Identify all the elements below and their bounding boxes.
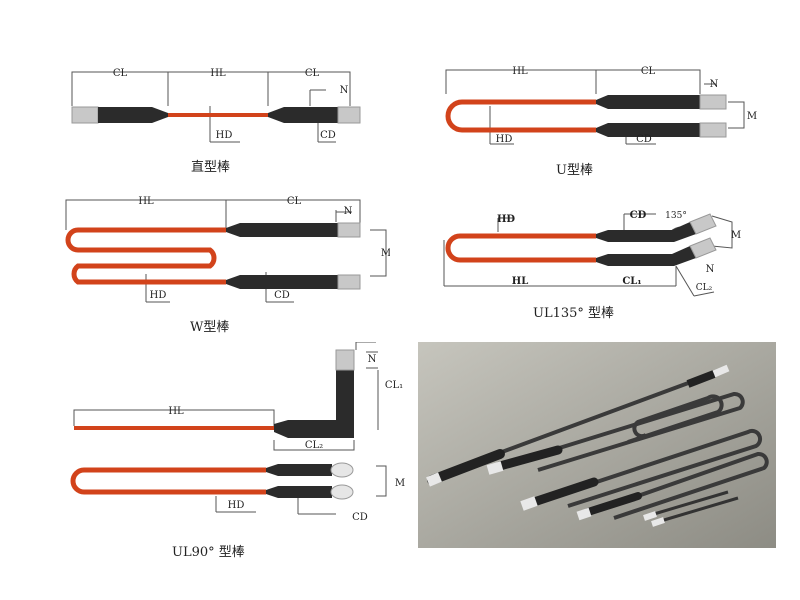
label-hd: HD bbox=[150, 290, 167, 301]
terminal-top bbox=[337, 222, 361, 238]
label-cl: CL bbox=[287, 196, 302, 207]
terminal-left bbox=[71, 106, 99, 124]
u-rod-diagram: HL CL N M HD CD bbox=[445, 66, 757, 145]
label-cl-left: CL bbox=[113, 68, 128, 79]
ul135-rod-diagram: HD CD 135° M N HL CL₁ CL₂ bbox=[443, 210, 741, 297]
terminal-top bbox=[699, 94, 727, 110]
hot-zone bbox=[445, 99, 596, 133]
photo-rod-terminal-2 bbox=[486, 461, 504, 475]
photo-rod-u-short-terminal bbox=[520, 496, 538, 511]
caption-w: W型棒 bbox=[190, 320, 230, 335]
label-hd: HD bbox=[228, 500, 245, 511]
label-cd: CD bbox=[630, 210, 647, 221]
cold-zone-bottom bbox=[596, 246, 696, 266]
photo-rod-u-long-cold bbox=[495, 445, 563, 471]
label-hl: HL bbox=[512, 276, 528, 287]
label-m: M bbox=[731, 230, 741, 241]
label-n: N bbox=[710, 79, 719, 90]
photo-rod-straight-cold-right bbox=[686, 370, 716, 388]
caption-ul90: UL90° 型棒 bbox=[172, 545, 245, 560]
photo-rod-straight-terminal bbox=[712, 364, 730, 378]
hot-zone-u-rod bbox=[70, 467, 266, 495]
caption-ul135: UL135° 型棒 bbox=[533, 306, 615, 321]
hot-zone-l-rod bbox=[74, 426, 274, 430]
photo-rod-w bbox=[627, 394, 724, 444]
label-m: M bbox=[747, 111, 757, 122]
terminal-right bbox=[337, 106, 361, 124]
label-cd: CD bbox=[352, 512, 368, 523]
cold-zone-top bbox=[596, 222, 696, 242]
terminal-bottom bbox=[337, 274, 361, 290]
cold-zone-l-rod bbox=[274, 370, 354, 438]
label-n: N bbox=[368, 354, 377, 365]
photo-rod-u-short bbox=[547, 428, 763, 508]
caption-straight: 直型棒 bbox=[191, 160, 231, 175]
label-hl: HL bbox=[512, 66, 528, 77]
cold-zone-right bbox=[268, 107, 338, 123]
label-hd: HD bbox=[497, 214, 515, 225]
heating-elements-photo bbox=[418, 342, 776, 548]
label-n: N bbox=[706, 264, 715, 275]
cold-zone-bottom bbox=[596, 123, 700, 137]
photo-rod-small-terminal bbox=[643, 511, 657, 521]
cold-zone-top bbox=[596, 95, 700, 109]
label-hl: HL bbox=[210, 68, 226, 79]
label-cl2: CL₂ bbox=[696, 283, 713, 293]
terminal-u-bottom bbox=[330, 484, 354, 500]
cold-zone-top bbox=[226, 223, 338, 237]
photo-rod-u-short-cold bbox=[529, 477, 599, 507]
cold-zone-bottom bbox=[226, 275, 338, 289]
cold-zone-u-top bbox=[266, 464, 332, 476]
photo-rod-small bbox=[653, 490, 729, 516]
terminal-top bbox=[689, 213, 717, 235]
cold-zone-left bbox=[98, 107, 168, 123]
hot-zone bbox=[445, 233, 596, 263]
label-cd: CD bbox=[636, 134, 652, 145]
label-cl1: CL₁ bbox=[385, 380, 403, 391]
label-hd: HD bbox=[216, 130, 233, 141]
hot-zone bbox=[65, 227, 226, 285]
photo-rod-u-long bbox=[513, 392, 745, 472]
photo-rod-small-terminal-2 bbox=[651, 517, 665, 527]
label-cd: CD bbox=[320, 130, 336, 141]
label-m: M bbox=[381, 248, 390, 259]
label-cl2: CL₂ bbox=[305, 440, 323, 451]
label-cd: CD bbox=[274, 290, 290, 301]
label-n: N bbox=[344, 206, 353, 217]
terminal-bottom bbox=[689, 237, 717, 259]
photo-rod-ul-cold bbox=[584, 492, 642, 516]
ul90-rod-diagram: N CL₁ HL CL₂ M HD CD bbox=[70, 342, 405, 523]
label-hl: HL bbox=[138, 196, 154, 207]
w-rod-diagram: HL CL N M HD CD bbox=[65, 196, 390, 303]
label-cl1: CL₁ bbox=[622, 276, 641, 287]
label-cl: CL bbox=[641, 66, 656, 77]
terminal-u-top bbox=[330, 462, 354, 478]
label-m: M bbox=[395, 478, 405, 489]
label-cl-right: CL bbox=[305, 68, 320, 79]
terminal-bottom bbox=[699, 122, 727, 138]
label-hd: HD bbox=[496, 134, 513, 145]
caption-u: U型棒 bbox=[556, 163, 593, 178]
hot-zone bbox=[168, 113, 268, 117]
label-angle: 135° bbox=[665, 211, 687, 221]
photo-rod-ul-terminal bbox=[576, 507, 592, 521]
terminal-l-rod bbox=[335, 349, 355, 371]
straight-rod-diagram: CL HL CL N HD CD bbox=[71, 68, 361, 143]
label-n: N bbox=[340, 85, 349, 96]
photo-rod-straight-terminal-left bbox=[426, 472, 442, 487]
photo-rod-straight-cold bbox=[427, 449, 505, 485]
cold-zone-u-bottom bbox=[266, 486, 332, 498]
label-hl: HL bbox=[168, 406, 184, 417]
photo-rod-ul bbox=[597, 452, 769, 520]
photo-rod-small-2 bbox=[663, 496, 739, 522]
